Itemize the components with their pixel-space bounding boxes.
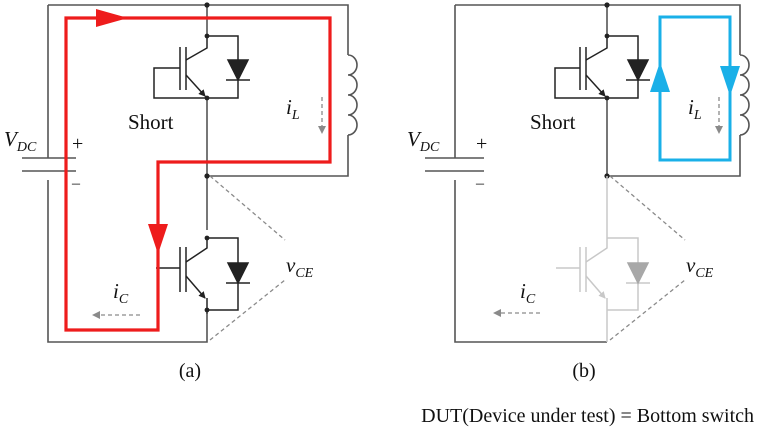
panel-a-il-label: iL — [286, 95, 300, 123]
panel-a-vdc-label: VDC — [4, 127, 37, 155]
panel-a: VDC + – Short iL iC vCE (a) — [4, 2, 358, 382]
panel-b-dc-source — [425, 157, 484, 172]
panel-b-path-arrow-down — [720, 66, 740, 96]
panel-b: VDC + – Short iL iC vCE (b) — [407, 2, 750, 382]
panel-a-caption: (a) — [179, 360, 201, 382]
panel-b-inductor — [739, 54, 750, 136]
panel-b-vce-indicator — [609, 175, 686, 341]
panel-a-path-arrow-top — [96, 9, 128, 27]
footnote: DUT(Device under test) = Bottom switch — [421, 405, 754, 427]
panel-b-top-igbt — [554, 35, 650, 99]
panel-a-vce-indicator — [209, 175, 286, 341]
panel-b-top-node-e — [604, 95, 610, 101]
panel-a-dc-source — [22, 157, 76, 172]
panel-a-node-top — [204, 2, 210, 8]
panel-a-wiring — [47, 4, 349, 343]
panel-a-top-node-c — [204, 33, 210, 39]
panel-a-plus: + — [72, 133, 83, 155]
panel-a-top-igbt — [153, 35, 250, 99]
panel-b-vce-label: vCE — [686, 253, 714, 281]
panel-b-vdc-label: VDC — [407, 127, 440, 155]
panel-a-bottom-igbt — [156, 237, 250, 314]
panel-b-bottom-igbt — [556, 176, 650, 342]
panel-a-vce-label: vCE — [286, 253, 314, 281]
panel-b-ic-label: iC — [520, 279, 536, 307]
panel-a-path-arrow-down — [148, 224, 168, 254]
panel-a-short-label: Short — [128, 110, 174, 134]
panel-a-node-mid — [204, 173, 210, 179]
panel-b-plus: + — [476, 133, 487, 155]
panel-a-bottom-node-e — [204, 307, 210, 313]
panel-a-current-path — [64, 16, 332, 332]
panel-b-caption: (b) — [572, 360, 595, 382]
panel-b-minus: – — [475, 175, 485, 192]
panel-b-current-path — [658, 15, 732, 162]
panel-a-bottom-node-c — [204, 235, 210, 241]
panel-a-inductor — [347, 54, 358, 136]
panel-a-ic-label: iC — [113, 279, 129, 307]
panel-a-minus: – — [71, 175, 81, 192]
panel-b-top-node-c — [604, 33, 610, 39]
panel-a-top-node-e — [204, 95, 210, 101]
panel-b-short-label: Short — [530, 110, 576, 134]
panel-b-path-arrow-up — [650, 62, 670, 92]
panel-b-node-top — [604, 2, 610, 8]
panel-b-il-label: iL — [688, 95, 702, 123]
panel-b-wiring — [454, 4, 741, 343]
